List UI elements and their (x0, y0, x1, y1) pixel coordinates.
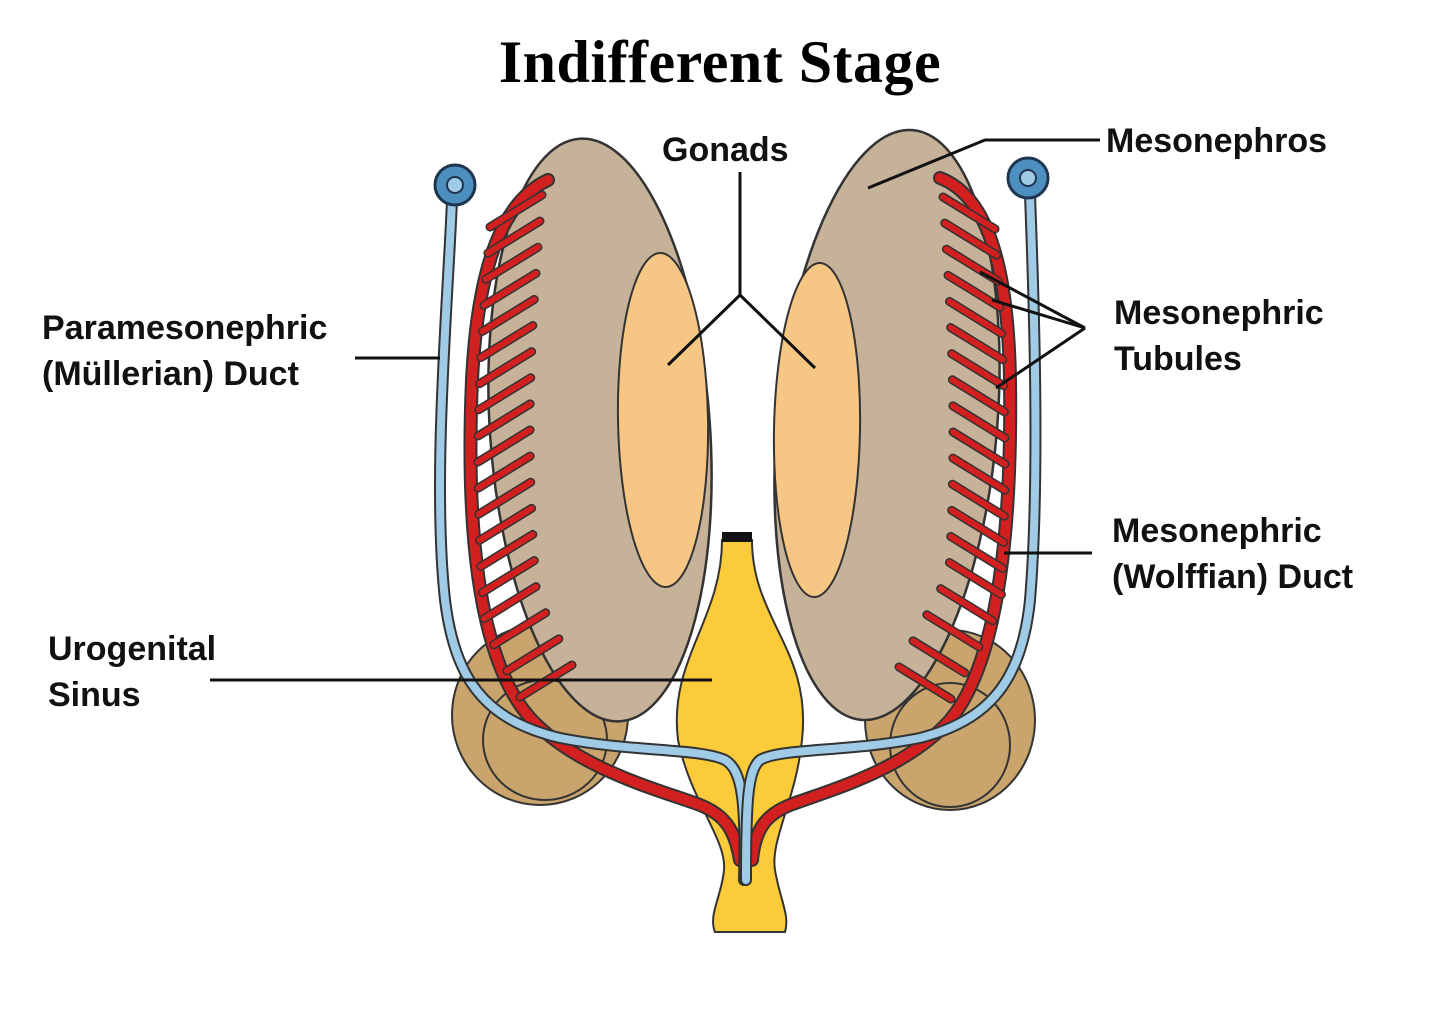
left-gonad (616, 252, 710, 588)
left-tubule (475, 374, 534, 413)
left-tubule (479, 296, 538, 335)
left-tubule (476, 348, 535, 387)
left-tubule (476, 505, 535, 544)
urogenital-sinus-cap (722, 532, 752, 542)
tubules-leader-1 (979, 270, 1086, 330)
gonads (616, 252, 862, 598)
right-tubule (948, 350, 1007, 389)
left-tubule (481, 583, 539, 622)
right-tubule (940, 194, 998, 232)
right-tubule (945, 272, 1003, 311)
left-tubule (482, 244, 541, 283)
right-tubule (950, 429, 1008, 467)
left-tubule (475, 427, 533, 465)
left-tubule (503, 635, 562, 674)
right-tubule (949, 455, 1008, 494)
urogenital-sinus-shape (675, 539, 805, 933)
mesonephros-leader (867, 138, 1100, 190)
left-fimbria-icon (433, 163, 477, 207)
left-tubule (475, 400, 534, 439)
label-paramesonephric-duct: Paramesonephric (Müllerian) Duct (42, 309, 328, 393)
urogenital-sinus (675, 532, 805, 933)
right-tubule (923, 611, 982, 650)
left-tubule (490, 609, 549, 648)
left-tubule (477, 531, 536, 570)
left-tubule (487, 192, 545, 230)
right-tubule (896, 664, 954, 702)
left-tubule (479, 557, 538, 596)
left-tubule (477, 322, 536, 361)
right-gonad (772, 262, 862, 598)
right-tubule (937, 585, 996, 624)
mesonephric-ducts (463, 171, 1018, 867)
right-tubule (949, 376, 1008, 415)
right-tubule (909, 637, 968, 676)
left-tubule (475, 453, 534, 492)
paramesonephric-ducts (434, 189, 1042, 886)
right-fimbria-icon (1006, 156, 1050, 200)
right-tubule (947, 324, 1006, 363)
left-tubule (484, 218, 543, 257)
page-title: Indifferent Stage (498, 29, 942, 95)
right-tubule (941, 220, 1000, 259)
duct-openings (433, 156, 1050, 207)
right-tubule (947, 533, 1006, 572)
leader-lines (210, 138, 1100, 682)
right-tubule (949, 402, 1008, 441)
left-tubule (475, 479, 534, 518)
label-mesonephric-tubules: Mesonephric Tubules (1114, 294, 1324, 378)
right-tubule (948, 507, 1007, 546)
label-urogenital-sinus: Urogenital Sinus (48, 630, 217, 714)
right-tubule (949, 481, 1008, 520)
label-mesonephric-duct: Mesonephric (Wolffian) Duct (1112, 512, 1354, 596)
tubules-leader-2 (991, 298, 1086, 330)
label-gonads: Gonads (662, 131, 789, 169)
right-tubule (946, 298, 1005, 337)
right-tubule (946, 559, 1005, 598)
left-tubule (481, 270, 539, 309)
tubules-leader-3 (995, 326, 1086, 390)
label-mesonephros: Mesonephros (1106, 122, 1328, 160)
